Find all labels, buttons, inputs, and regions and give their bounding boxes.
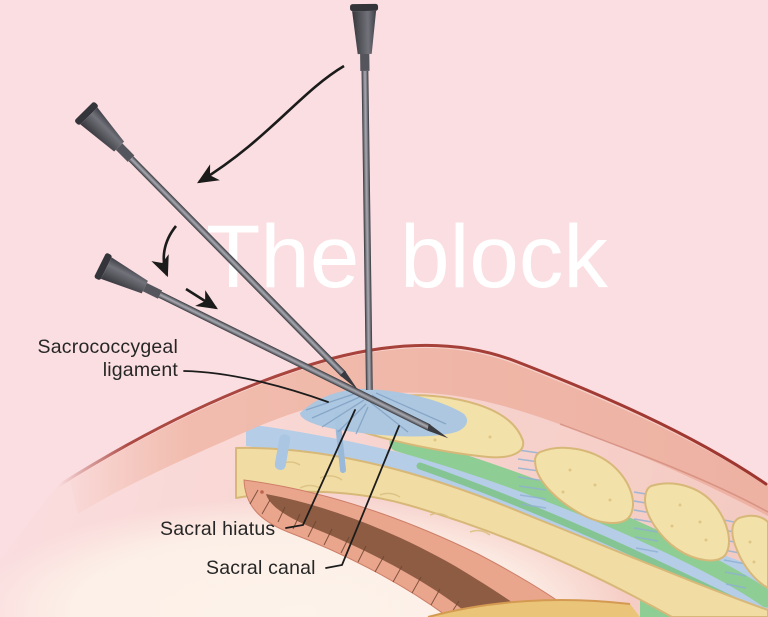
ligament-leader-line [183, 370, 329, 403]
bottom-orange-band [428, 600, 640, 617]
hiatus-leader-line [285, 409, 356, 529]
needle-tip [339, 370, 358, 390]
rectal-wall-shadow [266, 494, 532, 617]
subcutaneous-band [70, 347, 768, 516]
label-sacrococcygeal-line2: ligament [102, 359, 178, 381]
needle-tip [427, 423, 449, 439]
needle-hub-neck [115, 143, 135, 162]
needle-shaft [361, 70, 373, 391]
needle-hub-neck [142, 283, 163, 299]
small-rotation-arrow [151, 225, 178, 278]
needle-hub [100, 257, 148, 294]
sacrum-lower-bone-plate [235, 446, 768, 617]
sacral-hiatus-notch [274, 434, 291, 470]
skin-surface-line [56, 343, 768, 488]
needle-angled-45-position [75, 102, 358, 390]
bone-segment [731, 514, 768, 589]
label-sacrococcygeal-ligament: Sacrococcygeal ligament [0, 336, 178, 382]
needle-vertical-initial-position [350, 3, 379, 391]
canal-leader-line [325, 425, 400, 569]
needle-shaft [158, 291, 431, 431]
bottom-orange-line [427, 599, 631, 617]
needle-final-shallow-position [94, 253, 449, 439]
rotation-arc-arrow [197, 64, 345, 184]
motion-arrows [151, 64, 345, 310]
leader-lines [183, 370, 400, 569]
needle-hub [352, 10, 377, 55]
needle-hub-flange [350, 3, 379, 12]
needle-hub [80, 107, 125, 152]
label-sacrococcygeal-line1: Sacrococcygeal [37, 336, 178, 358]
watermark-text: The block [206, 206, 608, 306]
needle-shaft [128, 156, 347, 377]
label-sacral-hiatus: Sacral hiatus [160, 518, 276, 540]
subcutaneous-inner-edge [559, 423, 768, 513]
bone-segment [644, 482, 730, 562]
label-sacral-canal: Sacral canal [206, 557, 316, 579]
needle-hub-flange [75, 102, 98, 125]
needle-hub-neck [360, 53, 370, 72]
bone-segment [534, 446, 634, 524]
advance-arrow [185, 287, 218, 310]
needle-hub-flange [94, 253, 112, 280]
